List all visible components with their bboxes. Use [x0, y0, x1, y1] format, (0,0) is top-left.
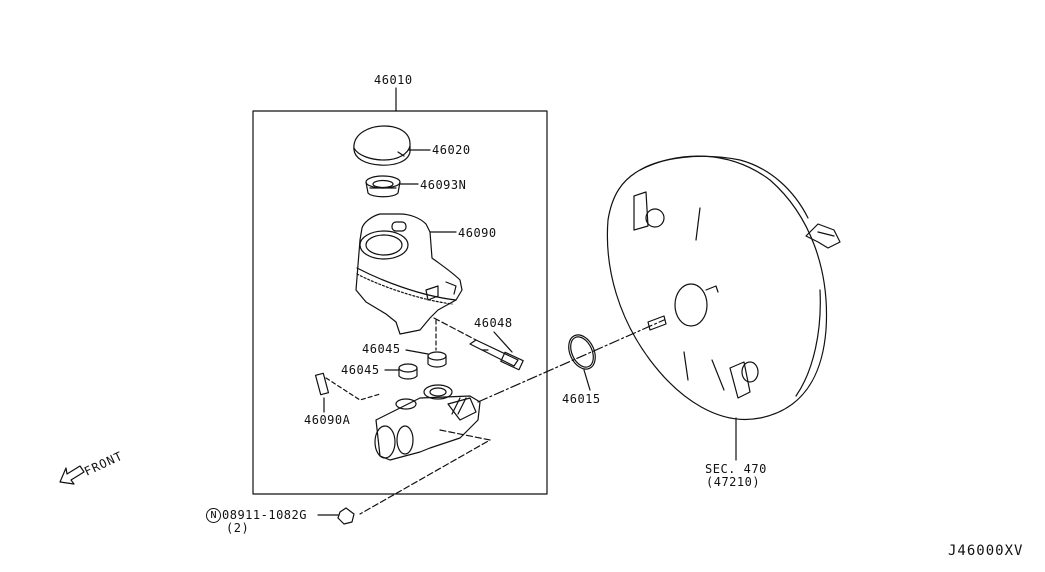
dash-line-pin: [433, 317, 477, 341]
label-pin: 46048: [474, 316, 513, 330]
grommet-lower: [384, 363, 418, 380]
label-grommet-lower: 46045: [341, 363, 380, 377]
label-fastener-qty: (2): [226, 521, 250, 535]
label-fastener: 08911-1082G: [222, 508, 307, 522]
label-cap: 46020: [432, 143, 471, 157]
label-strainer: 46093N: [420, 178, 467, 192]
label-booster-sub: (47210): [706, 475, 761, 489]
label-assembly: 46010: [374, 73, 413, 87]
centerline: [477, 319, 665, 403]
pin-a-part: [314, 372, 381, 413]
diagram-code: J46000XV: [948, 543, 1024, 559]
label-booster-sec: SEC. 470: [705, 462, 767, 476]
assembly-box: [252, 110, 548, 495]
label-seal: 46015: [562, 392, 601, 406]
label-pin-a: 46090A: [304, 413, 351, 427]
cap-part: [353, 125, 431, 166]
reservoir-part: [355, 213, 463, 335]
pin-part: [469, 331, 524, 371]
label-grommet-upper: 46045: [362, 342, 401, 356]
fastener-badge: N: [206, 508, 221, 523]
seal-part: [568, 334, 596, 391]
fastener-bolt: [317, 507, 355, 525]
grommet-upper: [405, 349, 447, 368]
front-arrow-icon: [59, 465, 85, 485]
master-cylinder: [359, 384, 491, 515]
label-reservoir: 46090: [458, 226, 497, 240]
strainer-part: [365, 175, 419, 198]
brake-booster: [606, 155, 841, 461]
